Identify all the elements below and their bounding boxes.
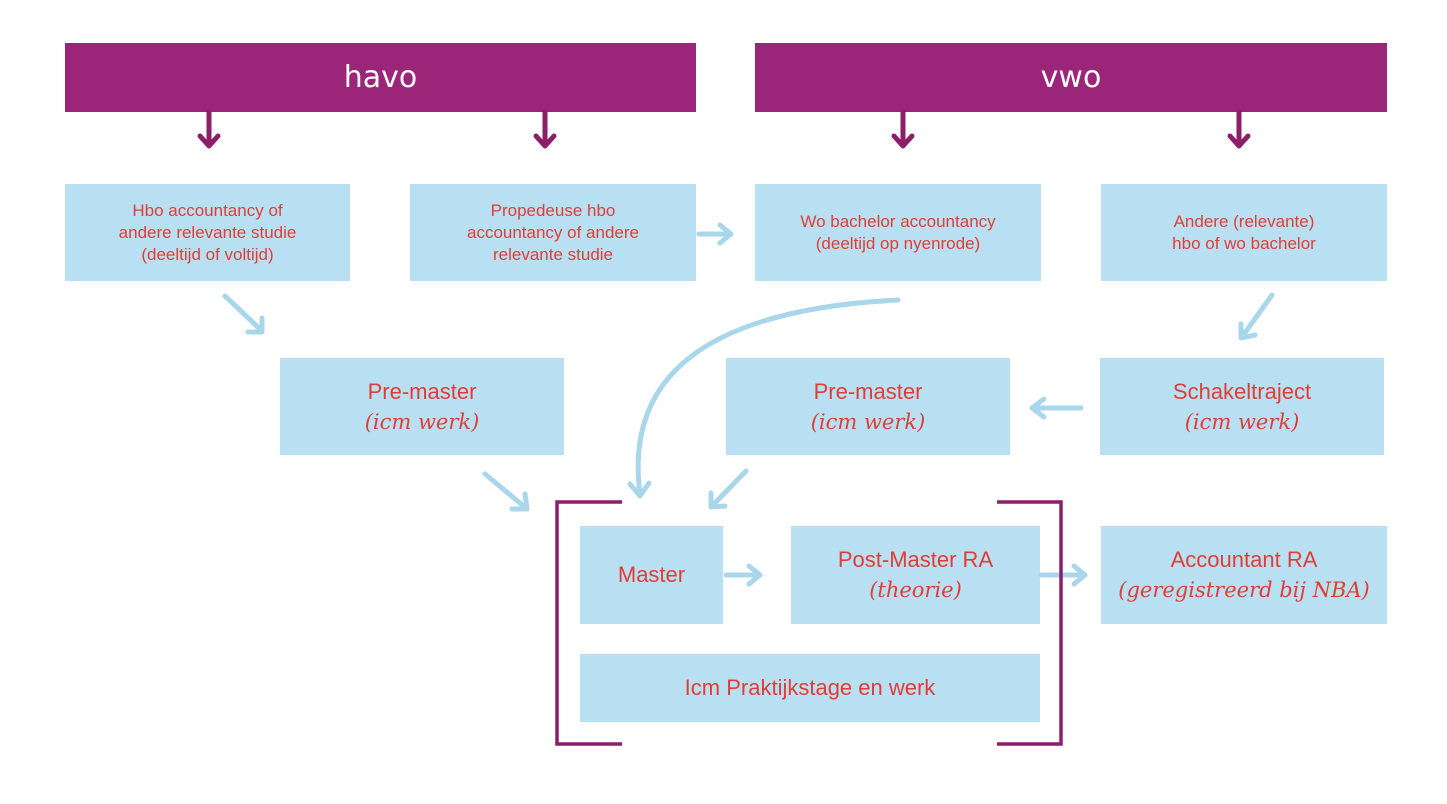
- wo-bachelor-box: Wo bachelor accountancy (deeltijd op nye…: [755, 184, 1041, 281]
- postmaster-title: Post-Master RA: [837, 547, 994, 572]
- propedeuse-line-1: Propedeuse hbo: [490, 200, 616, 220]
- arrow-havo-to-hbo: [197, 109, 221, 149]
- propedeuse-box: Propedeuse hbo accountancy of andere rel…: [410, 184, 696, 281]
- wo-bachelor-line-1: Wo bachelor accountancy: [800, 211, 996, 231]
- vwo-header: vwo: [755, 43, 1387, 112]
- arrow-andere-to-schakeltraject: [1238, 292, 1275, 341]
- premaster-right-box: Pre-master (icm werk): [726, 358, 1010, 455]
- premaster-left-note: (icm werk): [364, 409, 480, 434]
- header-arrows: [197, 109, 1251, 149]
- premaster-left-title: Pre-master: [367, 378, 477, 404]
- schakeltraject-box: Schakeltraject (icm werk): [1100, 358, 1384, 455]
- arrow-premaster-left-to-master: [482, 471, 530, 512]
- praktijk-box: Icm Praktijkstage en werk: [580, 654, 1040, 722]
- accountant-title: Accountant RA: [1170, 547, 1318, 572]
- hbo-accountancy-line-2: andere relevante studie: [118, 222, 297, 242]
- propedeuse-line-2: accountancy of andere: [466, 222, 639, 242]
- arrow-postmaster-to-accountant: [1038, 563, 1088, 587]
- andere-bachelor-box: Andere (relevante) hbo of wo bachelor: [1101, 184, 1387, 281]
- schakeltraject-note: (icm werk): [1184, 409, 1300, 434]
- havo-header: havo: [65, 43, 696, 112]
- arrow-vwo-to-andere: [1227, 109, 1251, 149]
- arrow-master-to-postmaster: [723, 563, 763, 587]
- premaster-left-box: Pre-master (icm werk): [280, 358, 564, 455]
- arrow-hbo-to-premaster: [222, 293, 265, 335]
- accountant-note: (geregistreerd bij NBA): [1118, 578, 1370, 602]
- arrow-vwo-to-wo-bachelor: [891, 109, 915, 149]
- arrow-premaster-right-to-master: [708, 468, 749, 510]
- andere-bachelor-line-2: hbo of wo bachelor: [1172, 233, 1316, 253]
- praktijk-label: Icm Praktijkstage en werk: [684, 675, 936, 700]
- postmaster-note: (theorie): [869, 578, 962, 602]
- premaster-right-title: Pre-master: [813, 378, 923, 404]
- arrow-propedeuse-to-wo-bachelor: [696, 222, 734, 246]
- schakeltraject-title: Schakeltraject: [1172, 378, 1312, 404]
- propedeuse-line-3: relevante studie: [492, 244, 614, 264]
- accountant-box: Accountant RA (geregistreerd bij NBA): [1101, 526, 1387, 624]
- premaster-right-note: (icm werk): [810, 409, 926, 434]
- havo-label: havo: [343, 60, 418, 95]
- master-label: Master: [617, 562, 686, 587]
- arrow-havo-to-propedeuse: [533, 109, 557, 149]
- postmaster-box: Post-Master RA (theorie): [791, 526, 1040, 624]
- vwo-label: vwo: [1040, 60, 1102, 95]
- hbo-accountancy-line-3: (deeltijd of voltijd): [141, 244, 274, 264]
- andere-bachelor-line-1: Andere (relevante): [1173, 211, 1315, 231]
- hbo-accountancy-line-1: Hbo accountancy of: [132, 200, 283, 220]
- master-box: Master: [580, 526, 723, 624]
- arrow-schakeltraject-to-premaster: [1029, 396, 1084, 420]
- hbo-accountancy-box: Hbo accountancy of andere relevante stud…: [65, 184, 350, 281]
- wo-bachelor-line-2: (deeltijd op nyenrode): [815, 233, 981, 253]
